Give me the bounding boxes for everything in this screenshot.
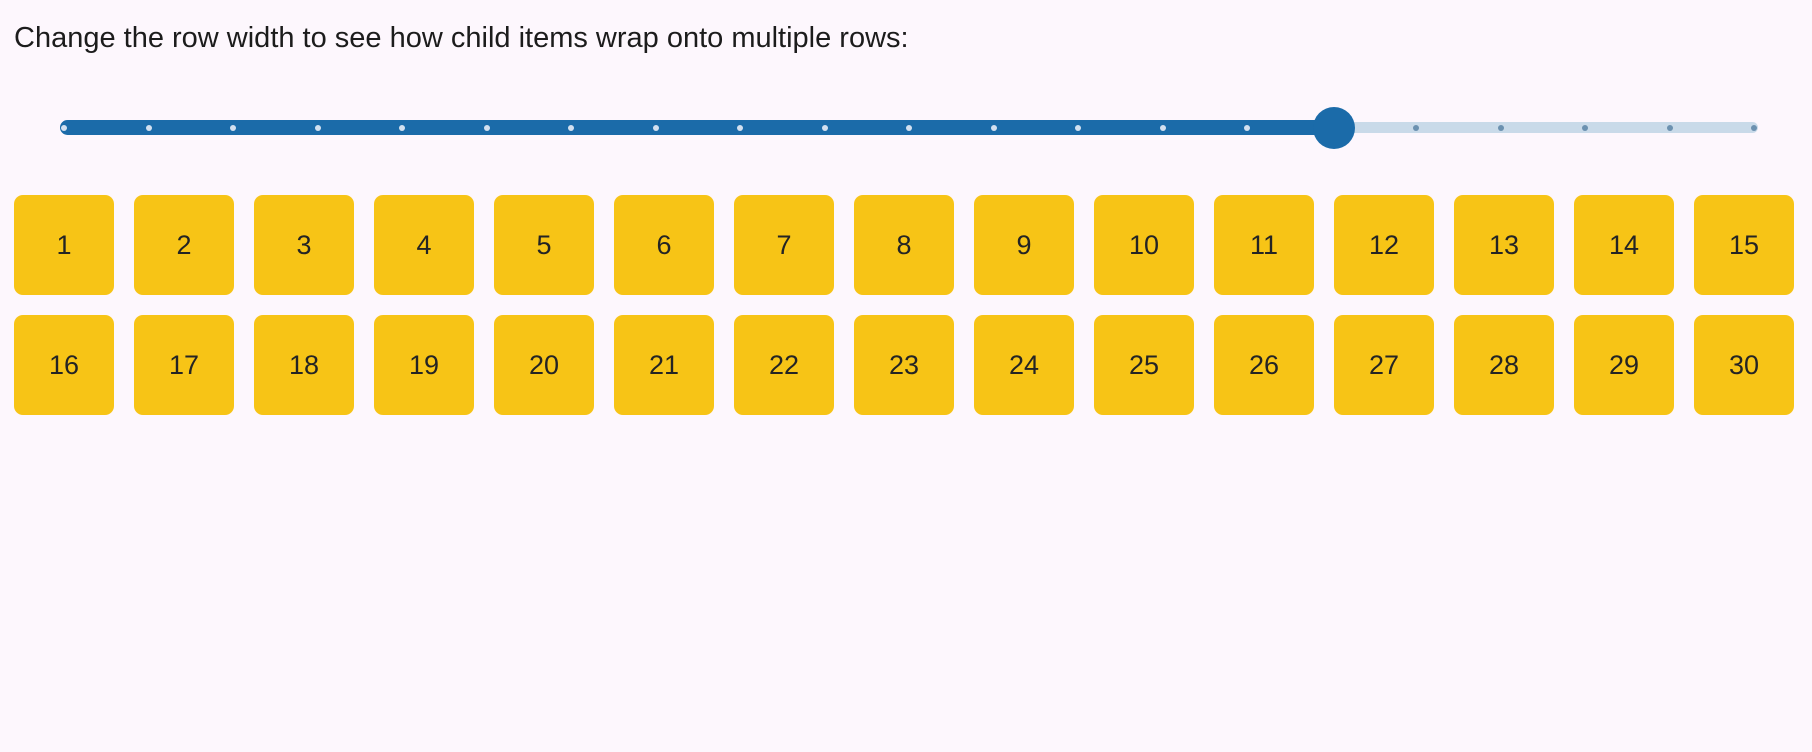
grid-item: 1 <box>14 195 114 295</box>
grid-item: 12 <box>1334 195 1434 295</box>
grid-item: 10 <box>1094 195 1194 295</box>
grid-item: 18 <box>254 315 354 415</box>
grid-item: 26 <box>1214 315 1314 415</box>
grid-item: 25 <box>1094 315 1194 415</box>
grid-item: 24 <box>974 315 1074 415</box>
grid-item: 11 <box>1214 195 1314 295</box>
grid-item: 3 <box>254 195 354 295</box>
row-width-slider[interactable] <box>60 106 1758 149</box>
instruction-text: Change the row width to see how child it… <box>14 22 909 54</box>
grid-item: 16 <box>14 315 114 415</box>
grid-item: 28 <box>1454 315 1554 415</box>
grid-item: 22 <box>734 315 834 415</box>
grid-item: 5 <box>494 195 594 295</box>
grid-item: 4 <box>374 195 474 295</box>
grid-item: 13 <box>1454 195 1554 295</box>
grid-item: 9 <box>974 195 1074 295</box>
grid-item: 21 <box>614 315 714 415</box>
grid-item: 14 <box>1574 195 1674 295</box>
grid-item: 8 <box>854 195 954 295</box>
grid-item: 6 <box>614 195 714 295</box>
grid-item: 19 <box>374 315 474 415</box>
slider-thumb[interactable] <box>1312 106 1355 149</box>
grid-item: 7 <box>734 195 834 295</box>
grid-item: 20 <box>494 315 594 415</box>
slider-fill[interactable] <box>60 120 1334 135</box>
grid-item: 29 <box>1574 315 1674 415</box>
grid-item: 15 <box>1694 195 1794 295</box>
grid-item: 2 <box>134 195 234 295</box>
grid-item: 23 <box>854 315 954 415</box>
grid-item: 30 <box>1694 315 1794 415</box>
grid-item: 27 <box>1334 315 1434 415</box>
grid-item: 17 <box>134 315 234 415</box>
